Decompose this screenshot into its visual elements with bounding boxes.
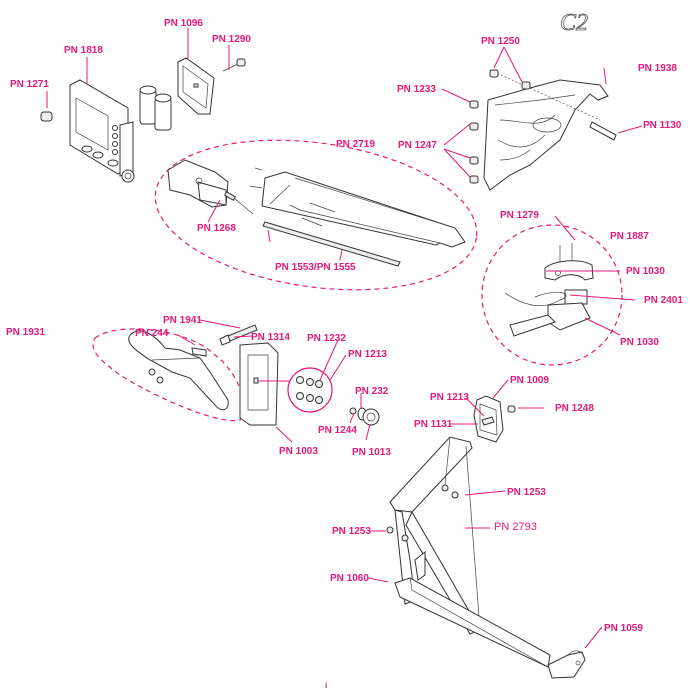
axle-1130	[589, 121, 617, 141]
label-pn-1009: PN 1009	[510, 375, 549, 386]
frame-2793-part	[386, 436, 551, 668]
label-pn-1059: PN 1059	[604, 623, 643, 634]
spacer-parts	[349, 407, 380, 426]
sensor-group-outline	[481, 224, 623, 366]
leader-lines	[46, 28, 643, 649]
fasteners-1232-1213	[296, 376, 323, 404]
label-pn-1314: PN 1314	[251, 332, 290, 343]
label-pn-1013: PN 1013	[352, 447, 391, 458]
group-2719-outline	[154, 139, 478, 291]
bracket-1003-part	[239, 342, 290, 426]
label-pn-1060: PN 1060	[330, 573, 369, 584]
label-pn-1213-b: PN 1213	[430, 392, 469, 403]
label-pn-1268: PN 1268	[197, 223, 236, 234]
label-pn-1271: PN 1271	[10, 79, 49, 90]
c2-logo: C2	[560, 10, 589, 37]
label-pn-1248: PN 1248	[555, 403, 594, 414]
label-pn-2401: PN 2401	[644, 295, 683, 306]
label-pn-1232: PN 1232	[307, 333, 346, 344]
label-pn-1233: PN 1233	[397, 84, 436, 95]
label-pn-1030-bottom: PN 1030	[620, 337, 659, 348]
label-pn-1279: PN 1279	[500, 210, 539, 221]
label-pn-1253-a: PN 1253	[507, 487, 546, 498]
label-pn-2719: PN 2719	[336, 139, 375, 150]
label-pn-1887: PN 1887	[610, 231, 649, 242]
label-pn-1931: PN 1931	[6, 327, 45, 338]
label-pn-1553-1555: PN 1553/PN 1555	[275, 262, 356, 273]
monitor-arm-part	[167, 159, 466, 267]
fan-housing-part	[483, 69, 609, 191]
label-pn-1130: PN 1130	[643, 120, 682, 131]
sensor-assembly-part	[504, 243, 594, 337]
label-pn-2793: PN 2793	[494, 521, 537, 533]
block-1009-part	[473, 395, 516, 443]
screw-1290	[222, 58, 246, 72]
label-pn-1941: PN 1941	[163, 315, 202, 326]
label-pn-232: PN 232	[355, 386, 389, 397]
handle-group-outline	[92, 328, 244, 422]
label-pn-1131: PN 1131	[414, 419, 453, 430]
logo-text: C2	[560, 10, 588, 36]
label-pn-1213-a: PN 1213	[348, 349, 387, 360]
label-pn-1253-b: PN 1253	[332, 526, 371, 537]
foot-1059-part	[547, 650, 586, 679]
label-pn-1030-top: PN 1030	[626, 266, 665, 277]
label-pn-1003: PN 1003	[279, 446, 318, 457]
label-pn-1096: PN 1096	[164, 18, 203, 29]
label-pn-1247: PN 1247	[398, 140, 437, 151]
label-pn-1250: PN 1250	[481, 36, 520, 47]
label-pn-1938: PN 1938	[638, 63, 677, 74]
fan-screws	[469, 69, 531, 184]
label-pn-1290: PN 1290	[212, 34, 251, 45]
battery-parts	[139, 85, 172, 131]
handle-part	[128, 330, 229, 411]
label-pn-1818: PN 1818	[64, 45, 103, 56]
nut-1271	[40, 111, 53, 122]
battery-cover-part	[177, 57, 215, 115]
footer-mark: i	[325, 681, 328, 690]
label-pn-1244: PN 1244	[318, 425, 357, 436]
fastener-circle	[287, 367, 333, 413]
monitor-part	[69, 79, 135, 183]
label-pn-244: PN 244	[135, 328, 169, 339]
